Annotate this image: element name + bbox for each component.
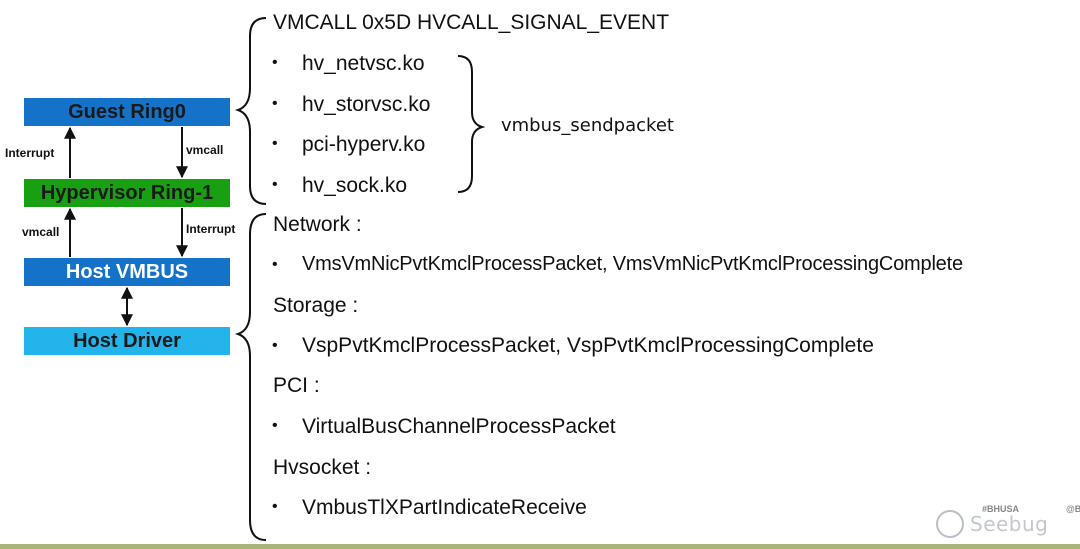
interrupt-down-label: Interrupt bbox=[186, 222, 236, 236]
bhusa-tag: #BHUSA bbox=[982, 504, 1020, 514]
seebug-text: Seebug bbox=[970, 512, 1049, 536]
bullet-3: • bbox=[272, 135, 278, 152]
guest-ring0-label: Guest Ring0 bbox=[68, 100, 186, 123]
module-item-1: hv_netvsc.ko bbox=[302, 52, 425, 75]
pci-item: VirtualBusChannelProcessPacket bbox=[302, 415, 616, 438]
hvsocket-heading: Hvsocket : bbox=[273, 456, 372, 479]
vmcall-down-label: vmcall bbox=[186, 143, 224, 157]
hypervisor-ring-1-label: Hypervisor Ring-1 bbox=[40, 181, 214, 204]
host-driver-label: Host Driver bbox=[73, 329, 181, 352]
bullet-4: • bbox=[272, 176, 278, 193]
storage-heading: Storage : bbox=[273, 294, 359, 317]
bullet-network: • bbox=[272, 256, 278, 273]
module-item-4: hv_sock.ko bbox=[302, 174, 408, 197]
top-curly-brace bbox=[234, 17, 267, 205]
vmbus-sendpacket-label: vmbus_sendpacket bbox=[501, 115, 674, 136]
vmcall-heading: VMCALL 0x5D HVCALL_SIGNAL_EVENT bbox=[273, 11, 670, 34]
modules-right-brace bbox=[457, 55, 486, 193]
module-item-2: hv_storvsc.ko bbox=[302, 93, 431, 116]
bullet-storage: • bbox=[272, 337, 278, 354]
host-vmbus-label: Host VMBUS bbox=[65, 260, 189, 283]
bottom-curly-brace bbox=[234, 213, 267, 541]
host-vmbus-box: Host VMBUS bbox=[24, 258, 230, 286]
bottom-accent-strip bbox=[0, 544, 1080, 549]
bullet-pci: • bbox=[272, 417, 278, 434]
module-item-3: pci-hyperv.ko bbox=[302, 133, 426, 156]
network-item: VmsVmNicPvtKmclProcessPacket, VmsVmNicPv… bbox=[302, 253, 963, 275]
host-driver-box: Host Driver bbox=[24, 327, 230, 355]
bullet-1: • bbox=[272, 54, 278, 71]
vmcall-up-label: vmcall bbox=[22, 225, 60, 239]
seebug-watermark: #BHUSA @B Seebug bbox=[930, 500, 1080, 546]
hvsocket-item: VmbusTlXPartIndicateReceive bbox=[302, 496, 587, 519]
interrupt-up-label: Interrupt bbox=[5, 146, 55, 160]
twitter-tag: @B bbox=[1066, 504, 1080, 514]
hypervisor-ring-1-box: Hypervisor Ring-1 bbox=[24, 179, 230, 207]
network-heading: Network : bbox=[273, 213, 362, 236]
storage-item: VspPvtKmclProcessPacket, VspPvtKmclProce… bbox=[302, 334, 874, 357]
seebug-logo-icon bbox=[936, 510, 964, 538]
bullet-2: • bbox=[272, 95, 278, 112]
pci-heading: PCI : bbox=[273, 374, 320, 397]
guest-ring0-box: Guest Ring0 bbox=[24, 98, 230, 126]
bullet-hvsocket: • bbox=[272, 498, 278, 515]
